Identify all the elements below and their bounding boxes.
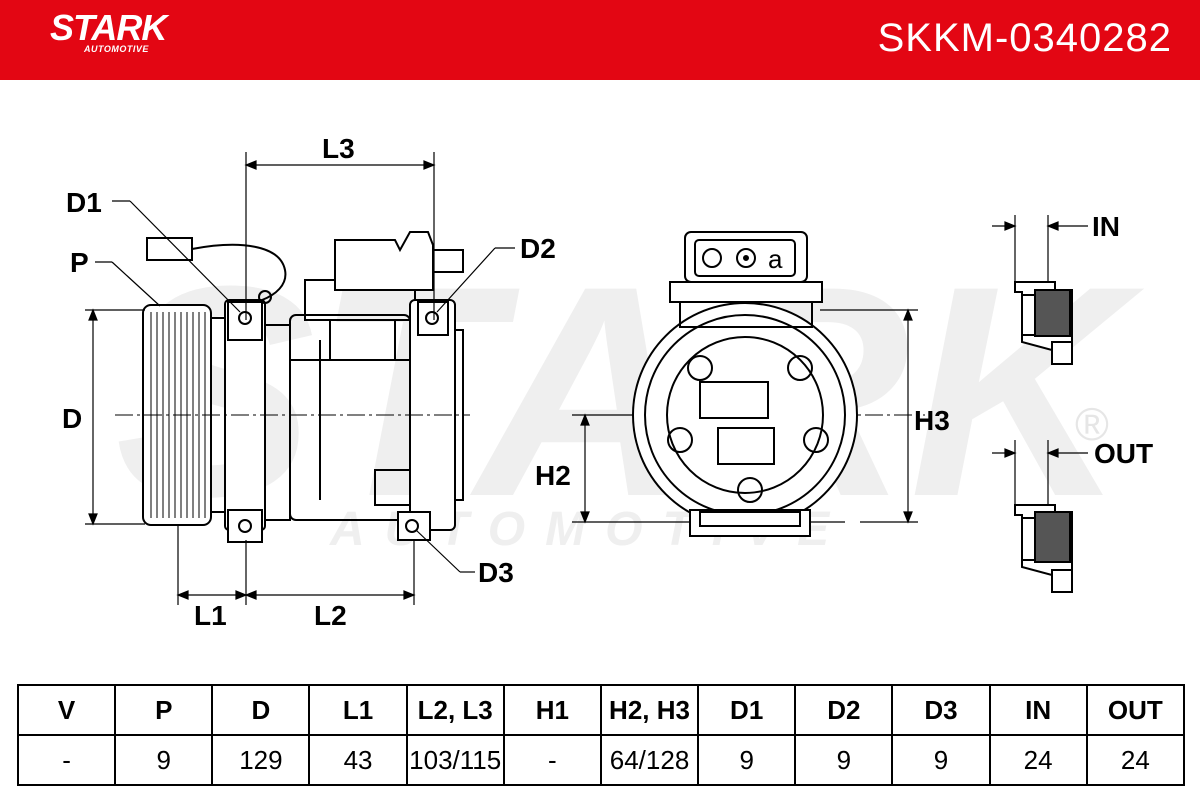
label-d2: D2	[520, 233, 556, 264]
spec-header: H1	[502, 684, 602, 736]
fitting-out	[1014, 504, 1073, 593]
label-out: OUT	[1094, 438, 1153, 469]
spec-header: P	[114, 684, 214, 736]
compressor-front-view: a	[632, 231, 858, 537]
watermark-main: STARK	[115, 223, 1148, 559]
spec-value: 103/115	[405, 734, 505, 786]
svg-text:a: a	[768, 244, 783, 274]
label-in: IN	[1092, 211, 1120, 242]
label-h3: H3	[914, 405, 950, 436]
spec-value: 24	[1085, 734, 1186, 786]
label-p: P	[70, 247, 89, 278]
brand-sub: AUTOMOTIVE	[84, 44, 149, 54]
watermark: STARK AUTOMOTIVE ®	[115, 223, 1148, 559]
label-l2: L2	[314, 600, 347, 631]
spec-header: IN	[988, 684, 1088, 736]
spec-table: V P D L1 L2, L3 H1 H2, H3 D1 D2 D3 IN OU…	[16, 684, 1186, 786]
spec-header: D3	[891, 684, 991, 736]
dimension-labels: L3 D1 P D L1 L2 D2 D3 H2 H3 IN OUT	[62, 133, 1153, 631]
spec-value: 9	[891, 734, 991, 786]
brand-logo: STARK AUTOMOTIVE	[50, 7, 167, 55]
spec-value: 9	[114, 734, 214, 786]
label-h2: H2	[535, 460, 571, 491]
label-d: D	[62, 403, 82, 434]
spec-value: 9	[697, 734, 797, 786]
spec-value: 24	[988, 734, 1088, 786]
fitting-in	[1014, 281, 1073, 365]
spec-value: 64/128	[599, 734, 700, 786]
spec-value-row: - 9 129 43 103/115 - 64/128 9 9 9 24 24	[16, 734, 1186, 786]
technical-drawing: STARK AUTOMOTIVE ®	[62, 133, 1153, 631]
header-bar: STARK AUTOMOTIVE SKKM-0340282	[0, 0, 1200, 80]
spec-header: D	[211, 684, 311, 736]
watermark-registered: ®	[1075, 398, 1109, 450]
label-d3: D3	[478, 557, 514, 588]
spec-header: V	[16, 684, 117, 736]
spec-header: OUT	[1085, 684, 1186, 736]
part-number: SKKM-0340282	[877, 16, 1172, 60]
spec-value: 129	[211, 734, 311, 786]
spec-value: 43	[308, 734, 408, 786]
label-l3: L3	[322, 133, 355, 164]
label-d1: D1	[66, 187, 102, 218]
spec-header: D2	[794, 684, 894, 736]
spec-header: L1	[308, 684, 408, 736]
label-l1: L1	[194, 600, 227, 631]
spec-header: L2, L3	[405, 684, 505, 736]
brand-name: STARK	[50, 7, 167, 48]
spec-value: -	[16, 734, 117, 786]
spec-header: H2, H3	[599, 684, 700, 736]
spec-header: D1	[697, 684, 797, 736]
spec-header-row: V P D L1 L2, L3 H1 H2, H3 D1 D2 D3 IN OU…	[16, 684, 1186, 736]
spec-value: -	[502, 734, 602, 786]
dimension-lines	[85, 152, 1088, 605]
spec-value: 9	[794, 734, 894, 786]
